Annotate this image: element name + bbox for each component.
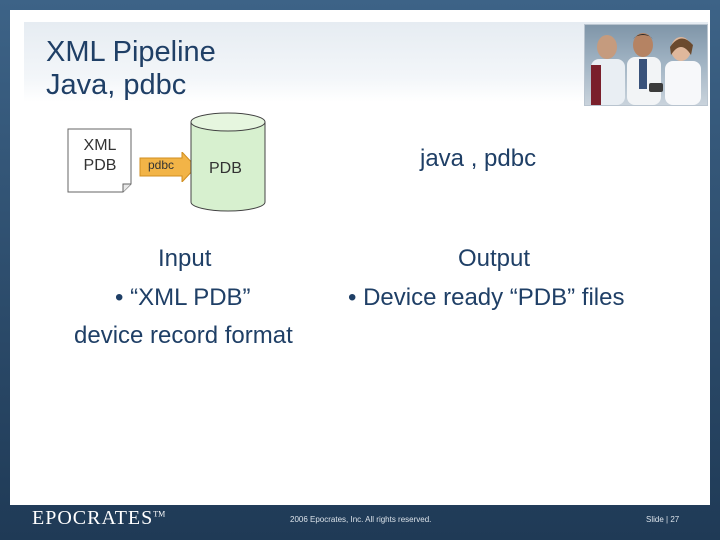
input-bullet: • “XML PDB” <box>115 284 251 311</box>
document-label: XML PDB <box>67 136 133 176</box>
copyright-text: 2006 Epocrates, Inc. All rights reserved… <box>290 515 432 524</box>
arrow-label: pdbc <box>148 158 175 172</box>
input-continuation: device record format <box>74 322 293 349</box>
slide-number: Slide | 27 <box>646 515 680 524</box>
doctors-photo <box>584 24 708 106</box>
cylinder-label: PDB <box>209 160 242 177</box>
document-icon <box>67 128 132 193</box>
database-cylinder-icon <box>190 112 266 212</box>
title-line-1: XML Pipeline <box>46 36 216 68</box>
document-label-line-1: XML <box>83 137 117 154</box>
doctors-photo-icon <box>591 33 701 105</box>
input-heading: Input <box>158 245 212 272</box>
output-heading: Output <box>458 245 531 272</box>
title-line-2: Java, pdbc <box>46 69 187 101</box>
java-pdbc-heading: java , pdbc <box>420 145 537 172</box>
logo-trademark: TM <box>153 509 166 519</box>
slide-title: XML Pipeline Java, pdbc <box>46 36 216 102</box>
logo-text: EPOCRATES <box>32 507 154 529</box>
epocrates-logo: EPOCRATESTM <box>32 507 165 530</box>
arrow-right-icon <box>139 152 197 182</box>
document-label-line-2: PDB <box>83 157 117 174</box>
output-bullet: • Device ready “PDB” files <box>348 284 625 311</box>
